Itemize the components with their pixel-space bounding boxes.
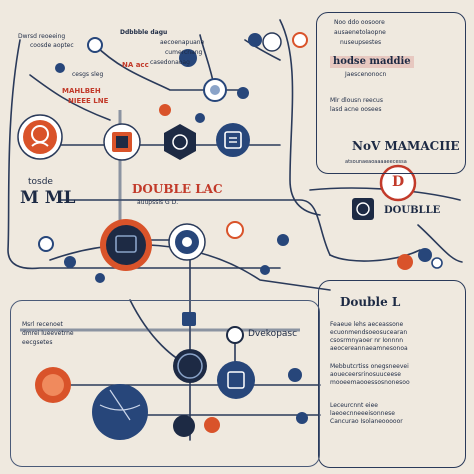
top-left-text: cesgs sleg <box>72 71 104 78</box>
bottom-left-text: Msrl recenoet <box>22 321 63 328</box>
node-circle <box>237 87 249 99</box>
node-circle <box>288 368 302 382</box>
node-circle <box>95 273 105 283</box>
node-circle <box>431 257 443 269</box>
badge-ring <box>379 164 417 202</box>
top-right-text: Jaescenonocn <box>345 71 387 78</box>
bottom-right-text: aeocereannaeamnesonoa <box>330 345 408 352</box>
globe-node <box>92 384 148 440</box>
connector-path <box>94 44 246 91</box>
bottom-right-title: Double L <box>340 295 401 309</box>
connector-path <box>7 39 281 270</box>
top-center-red-label: NA acc <box>122 61 149 69</box>
panel-bottom-left <box>10 300 320 467</box>
connector-path <box>417 224 463 263</box>
box-node <box>216 123 250 157</box>
hub-node-ring <box>177 353 203 379</box>
top-right-text: Mlr dlousn reecus <box>330 97 383 104</box>
box-node-icon <box>224 131 242 149</box>
right-mid-label: DOUBLLE <box>384 205 441 216</box>
connector-path <box>29 74 111 121</box>
node-circle <box>226 221 244 239</box>
node-circle <box>226 326 244 344</box>
hub-node-icon <box>227 371 245 389</box>
node-circle <box>397 254 413 270</box>
right-mid-title: NoV MAMACIIE <box>352 139 460 153</box>
node-circle <box>248 33 262 47</box>
bottom-left-text: eecgsetes <box>22 339 53 346</box>
bottom-right-text: Feaeue lehs aeceassone <box>330 321 404 328</box>
top-right-text: Noo ddo oosoore <box>334 19 385 26</box>
node-circle <box>418 248 432 262</box>
panel-bottom-right <box>318 280 466 468</box>
top-right-text: nuseupsestes <box>340 39 382 46</box>
node-circle <box>296 412 308 424</box>
node-circle <box>260 265 270 275</box>
connector-path <box>49 243 331 291</box>
bottom-right-text: mooeemaooessosnonesoo <box>330 379 410 386</box>
node-circle <box>159 104 171 116</box>
top-right-highlight: hodse maddie <box>330 56 414 68</box>
hub-node-inner <box>106 225 146 265</box>
top-left-red-label: MAHLBEH <box>62 87 101 95</box>
node-circle <box>292 32 308 48</box>
bottom-right-text: Cancurao Isolaneooooor <box>330 418 403 425</box>
globe-node-inner <box>42 374 64 396</box>
node-circle <box>262 32 282 52</box>
hub-node <box>217 361 255 399</box>
node-circle <box>38 236 54 252</box>
bottom-right-text: Leceurcnnt eiee <box>330 402 378 409</box>
person-node-ring <box>23 120 57 154</box>
node-circle <box>210 85 220 95</box>
hex-node-icon <box>172 134 188 150</box>
box-node-icon <box>116 136 128 148</box>
top-center-text: aecoenapuane <box>160 39 205 46</box>
badge-letter: D <box>392 174 405 190</box>
connector-path <box>279 19 321 216</box>
bottom-right-text: laeoecnneeeisonnese <box>330 410 395 417</box>
hub-node <box>173 415 195 437</box>
globe-node-icon <box>99 404 141 411</box>
hub-node-icon <box>182 237 192 247</box>
top-left-red-label: NIEEE LNE <box>68 97 109 105</box>
top-left-text: Dwrsd reoeeing <box>18 33 66 40</box>
bottom-right-text: ecuonmendsoeosucearan <box>330 329 408 336</box>
node-circle <box>179 49 197 67</box>
person-icon <box>31 141 49 147</box>
main-left-title: tosde <box>28 177 53 187</box>
bottom-left-text: dmrei lueevetrne <box>22 330 74 337</box>
bottom-right-text: Mebbutcrtiss onegsneevei <box>330 363 409 370</box>
badge-shield-icon <box>356 202 370 216</box>
node-circle <box>277 234 289 246</box>
badge-shield <box>352 198 374 220</box>
right-mid-subtitle: atsounaeaoaaaaeecessa <box>345 159 407 165</box>
node-circle <box>55 63 65 73</box>
top-center-text: casedonaoag <box>150 59 190 66</box>
panel-top-right <box>316 12 466 174</box>
bottom-right-text: aoueceersrinosuuceese <box>330 371 401 378</box>
top-center-text: Ddbbble dagu <box>120 29 168 36</box>
hub-node-icon <box>115 235 137 253</box>
node-circle <box>204 417 220 433</box>
top-center-text: cumercnang <box>165 49 203 56</box>
hex-node <box>164 124 196 160</box>
node-circle <box>195 113 205 123</box>
bottom-right-text: csosrmnyaoer nr Ionnnn <box>330 337 404 344</box>
bottom-center-title: Dvekopasc <box>248 329 298 339</box>
top-right-text: lasd acne oosees <box>330 106 382 113</box>
node-circle <box>64 256 76 268</box>
small-box-node <box>182 312 196 326</box>
globe-node-icon <box>109 389 131 421</box>
top-left-text: coosde aoptec <box>30 42 74 49</box>
center-subtitle: auupssis G D. <box>137 199 179 206</box>
connector-path <box>329 249 421 262</box>
top-right-text: ausaenetolaopne <box>334 29 386 36</box>
main-left-title: M ML <box>20 188 76 208</box>
node-circle <box>87 37 103 53</box>
center-title: DOUBLE LAC <box>132 182 223 196</box>
